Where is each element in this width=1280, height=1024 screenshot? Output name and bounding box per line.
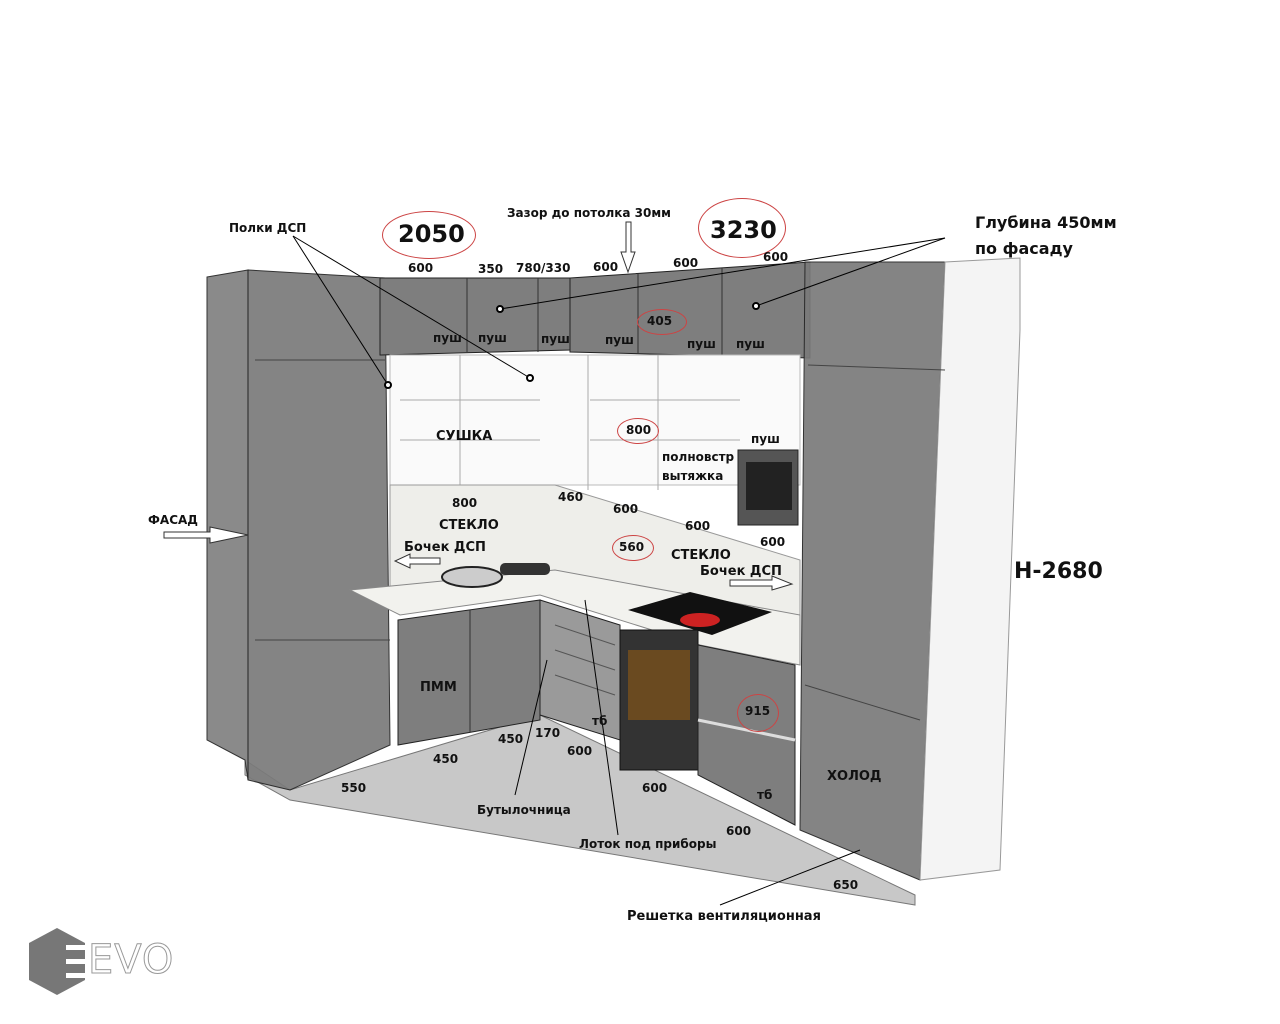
- base-dim: 450: [433, 752, 459, 766]
- upper-width: 600: [763, 250, 789, 264]
- push-label: пуш: [478, 331, 507, 345]
- side-panel-right-note: Бочек ДСП: [700, 564, 782, 579]
- backsplash-dim: 600: [613, 502, 639, 516]
- push-label: пуш: [541, 332, 570, 346]
- vent-grille-note: Решетка вентиляционная: [627, 909, 821, 924]
- left-tall-front: [247, 269, 391, 791]
- backsplash-height-circled: 560: [619, 540, 645, 554]
- base-dim: 550: [341, 781, 367, 795]
- base-dim: 600: [642, 781, 668, 795]
- shelves-note: Полки ДСП: [229, 221, 307, 235]
- upper-width: 600: [408, 261, 434, 275]
- left-tall-side: [206, 269, 249, 781]
- tb-label: тб: [592, 714, 608, 728]
- push-label: пуш: [736, 337, 765, 351]
- push-label: пуш: [687, 337, 716, 351]
- bottle-rack-cabinet: [539, 599, 621, 741]
- base-height-circled: 915: [745, 704, 771, 718]
- push-label: пуш: [605, 333, 634, 347]
- base-dim: 450: [498, 732, 524, 746]
- upper-width: 600: [673, 256, 699, 270]
- side-panel-left-note: Бочек ДСП: [404, 540, 486, 555]
- evo-logo: EVO: [87, 937, 175, 984]
- left-run-dimension: 2050: [398, 220, 465, 248]
- base-dim: 650: [833, 878, 859, 892]
- base-dim: 600: [567, 744, 593, 758]
- upper-height-circled: 405: [647, 314, 673, 328]
- backsplash-dim: 600: [760, 535, 786, 549]
- upper-width: 350: [478, 262, 504, 276]
- hood-note-1: полновстр: [662, 450, 735, 464]
- push-label: пуш: [751, 432, 780, 446]
- facade-arrow-icon: [163, 526, 249, 544]
- facade-note: ФАСАД: [148, 513, 198, 527]
- hood-note-2: вытяжка: [662, 469, 724, 483]
- backsplash-dim: 800: [452, 496, 478, 510]
- upper-width: 600: [593, 260, 619, 274]
- fridge-note: ХОЛОД: [827, 769, 882, 784]
- right-tall-side: [919, 257, 1021, 881]
- lower-cabinet-sink: [397, 599, 541, 746]
- bottle-rack-note: Бутылочница: [477, 803, 571, 817]
- lower-cabinet-drawers: [697, 644, 796, 826]
- backsplash-dim: 460: [558, 490, 584, 504]
- push-label: пуш: [433, 331, 462, 345]
- left-panel-arrow-icon: [393, 553, 441, 569]
- base-dim: 600: [726, 824, 752, 838]
- tb-label: тб: [757, 788, 773, 802]
- depth-note-1: Глубина 450мм: [975, 213, 1117, 232]
- cutlery-tray-note: Лоток под приборы: [579, 837, 717, 851]
- sink: [441, 566, 503, 588]
- countertop: [348, 569, 801, 666]
- base-dim: 170: [535, 726, 561, 740]
- glass-left-note: СТЕКЛО: [439, 518, 499, 533]
- wall-gap-circled: 800: [626, 423, 652, 437]
- right-run-dimension: 3230: [710, 216, 777, 244]
- backsplash-dim: 600: [685, 519, 711, 533]
- glass-right-note: СТЕКЛО: [671, 548, 731, 563]
- upper-width: 780/330: [516, 261, 571, 275]
- right-panel-arrow-icon: [729, 575, 794, 591]
- evo-logo-hexagon: [29, 928, 85, 995]
- ceiling-arrow-icon: [620, 221, 636, 274]
- dishwasher-note: ПММ: [420, 680, 457, 695]
- depth-note-2: по фасаду: [975, 239, 1073, 258]
- dryer-note: СУШКА: [436, 429, 493, 444]
- height-dimension: H-2680: [1014, 559, 1103, 584]
- ceiling-gap-note: Зазор до потолка 30мм: [507, 206, 671, 220]
